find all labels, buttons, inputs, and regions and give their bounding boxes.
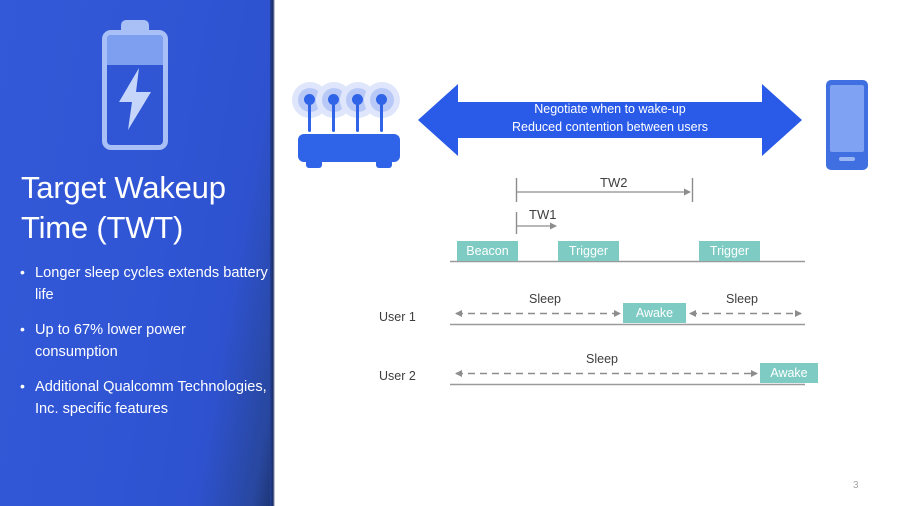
phone-screen: [830, 85, 864, 152]
phone-home-indicator: [839, 157, 855, 161]
user-1-label: User 1: [379, 310, 416, 324]
antenna-stick: [332, 104, 335, 132]
list-item: Up to 67% lower power consumption: [18, 318, 268, 363]
antenna-dot: [352, 94, 363, 105]
page-title: Target Wakeup Time (TWT): [21, 170, 226, 245]
wifi-router-icon: [288, 82, 408, 168]
left-title-panel: [0, 0, 274, 506]
list-item: Longer sleep cycles extends battery life: [18, 261, 268, 306]
arrow-caption: Negotiate when to wake-up Reduced conten…: [418, 100, 802, 136]
lightning-bolt-icon: [119, 68, 151, 130]
double-headed-arrow-icon: [418, 84, 802, 156]
user-1-awake-block: Awake: [623, 303, 686, 323]
router-body: [298, 134, 400, 162]
router-foot: [376, 161, 392, 168]
timeline-slot-trigger-2: Trigger: [699, 241, 760, 261]
page-number: 3: [853, 480, 859, 491]
user-2-label: User 2: [379, 369, 416, 383]
smartphone-icon: [826, 80, 868, 170]
timeline-slot-trigger-1: Trigger: [558, 241, 619, 261]
user-2-sleep-label: Sleep: [586, 352, 618, 366]
panel-edge-divider: [270, 0, 275, 506]
battery-fill: [107, 35, 163, 65]
router-foot: [306, 161, 322, 168]
antenna-dot: [376, 94, 387, 105]
arrow-caption-line2: Reduced contention between users: [512, 120, 708, 134]
tw1-label: TW1: [529, 207, 557, 222]
antenna-stick: [380, 104, 383, 132]
tw2-label: TW2: [600, 175, 628, 190]
battery-charging-icon: [102, 20, 168, 150]
antenna-stick: [308, 104, 311, 132]
antenna-dot: [328, 94, 339, 105]
battery-body: [102, 30, 168, 150]
timeline-slot-beacon: Beacon: [457, 241, 518, 261]
user-1-sleep-label-left: Sleep: [529, 292, 561, 306]
user-1-sleep-label-right: Sleep: [726, 292, 758, 306]
arrow-caption-line1: Negotiate when to wake-up: [534, 102, 686, 116]
user-2-awake-block: Awake: [760, 363, 818, 383]
list-item: Additional Qualcomm Technologies, Inc. s…: [18, 375, 268, 420]
feature-bullet-list: Longer sleep cycles extends battery life…: [18, 261, 268, 433]
antenna-dot: [304, 94, 315, 105]
battery-cap: [121, 20, 149, 33]
antenna-stick: [356, 104, 359, 132]
